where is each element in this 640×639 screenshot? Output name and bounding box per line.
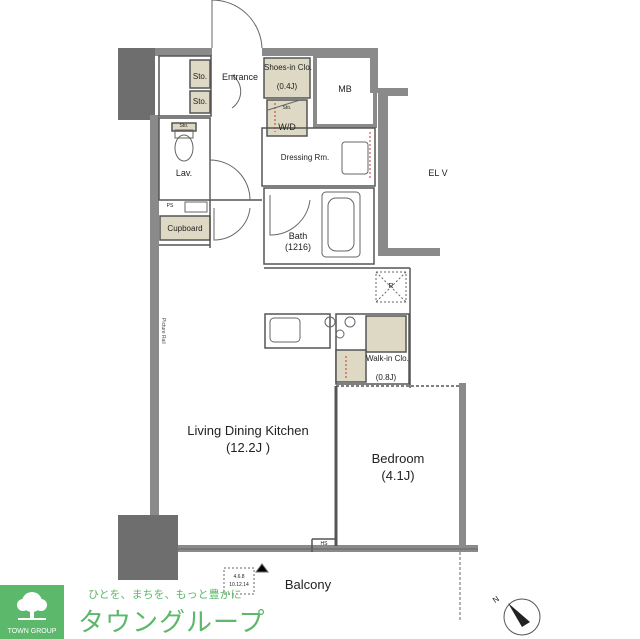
bedroom-label: Bedroom: [371, 451, 425, 466]
bathtub-inner: [327, 197, 355, 252]
bathtub: [321, 191, 361, 258]
elevator-label: EL V: [428, 168, 448, 178]
top-wall-left: [155, 48, 212, 56]
toilet-tank: [174, 129, 194, 139]
entrance-label: Entrance: [221, 72, 259, 82]
ldk-label: Living Dining Kitchen: [187, 423, 309, 438]
picture-rail-label: Picture Rail: [160, 318, 166, 344]
toilet-bowl: [174, 134, 194, 162]
lav-storage-label: Sto.: [179, 123, 189, 129]
walk-in-closet-size: (0.8J): [375, 373, 397, 382]
elv-bottom-wall: [378, 248, 440, 256]
left-wall: [150, 115, 159, 540]
right-wall-lower: [459, 383, 466, 548]
top-wall-right: [262, 48, 320, 56]
fridge-space: [375, 271, 407, 303]
ps-label: PS: [166, 203, 174, 209]
entrance-door-2: [231, 74, 242, 109]
stove-burner-1: [324, 316, 336, 328]
logo-text: TOWN GROUP: [7, 628, 57, 635]
storage-2-label: Sto.: [192, 97, 208, 106]
interior-walls: [158, 54, 460, 552]
left-column: [118, 48, 155, 120]
cupboard-door: [213, 207, 251, 241]
stove-burner-2: [344, 316, 356, 328]
ldk-size: (12.2J ): [225, 440, 271, 455]
shoes-in-closet-size: (0.4J): [276, 82, 298, 91]
brand-slogan: ひとを、まちを、もっと豊かに: [88, 588, 242, 601]
balcony: [178, 548, 478, 622]
wd-storage-label: Sto.: [282, 105, 292, 111]
lav-door: [209, 159, 251, 201]
dressing-sink: [341, 141, 369, 175]
lavatory-label: Lav.: [175, 168, 193, 178]
fixtures: [174, 129, 407, 343]
balcony-label: Balcony: [284, 577, 332, 592]
wd-door: [267, 99, 301, 111]
bath-size: (1216): [284, 242, 311, 252]
refrigerator-label: R: [388, 283, 394, 290]
mb-label: MB: [338, 84, 352, 94]
storage-1-label: Sto.: [192, 72, 208, 81]
mb-top-wall: [315, 48, 375, 56]
closet-rods: [274, 103, 371, 380]
balcony-mark-2: 10.12.14: [229, 582, 249, 588]
entry-door: [211, 0, 263, 49]
north-compass: [503, 598, 541, 636]
bath-door: [269, 195, 311, 236]
balcony-arrow: [255, 563, 269, 573]
right-wall-upper: [378, 88, 388, 254]
tree-icon: [17, 592, 47, 620]
bedroom-size: (4.1J): [381, 468, 415, 483]
shoes-in-closet-label: Shoes-in Clo.: [264, 63, 313, 72]
walk-in-closet-label: Walk-in Clo.: [366, 354, 409, 363]
bath-label: Bath: [288, 231, 308, 241]
washer-dryer-label: W/D: [278, 122, 296, 132]
balcony-mark-1: 4.6.8: [233, 574, 245, 580]
ps-shaft: [184, 201, 208, 213]
dressing-room-label: Dressing Rm.: [280, 153, 330, 162]
doors: [209, 0, 311, 241]
hs-label: HS: [320, 541, 328, 547]
bottom-left-column: [118, 515, 178, 580]
wall-ext-right: [378, 88, 408, 96]
town-group-logo: TOWN GROUP: [0, 585, 64, 639]
stove-burner-3: [335, 329, 345, 339]
brand-name: タウングループ: [78, 608, 266, 638]
cupboard-label: Cupboard: [167, 224, 203, 233]
kitchen-sink: [269, 317, 301, 343]
